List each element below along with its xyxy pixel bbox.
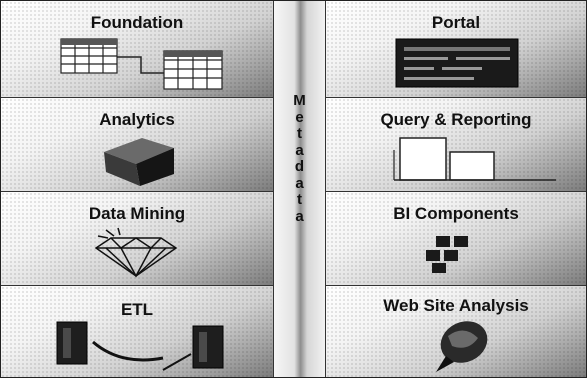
linked-tables-icon (60, 38, 223, 90)
etl-cell: ETL (1, 286, 274, 377)
metadata-label: M e t a d a t a (274, 92, 325, 225)
portal-screen-icon (395, 38, 519, 88)
diamond-icon (94, 227, 178, 278)
portal-cell: Portal (326, 1, 586, 98)
bi-components-cell: BI Components (326, 192, 586, 286)
portal-title: Portal (431, 13, 481, 32)
metadata-letter: e (295, 108, 304, 126)
cube-icon (104, 138, 174, 186)
query-reporting-cell: Query & Reporting (326, 98, 586, 192)
metadata-letter: M (293, 92, 306, 109)
data-mining-title: Data Mining (88, 204, 186, 223)
foundation-cell: Foundation (1, 1, 274, 98)
metadata-letter: t (297, 191, 302, 208)
etl-transfer-icon (56, 321, 224, 371)
metadata-letter: a (295, 141, 304, 159)
web-globe-icon (436, 321, 488, 372)
reports-icon (393, 137, 556, 181)
components-blocks-icon (426, 236, 468, 273)
metadata-letter: a (295, 207, 304, 225)
web-site-analysis-title: Web Site Analysis (383, 296, 529, 315)
metadata-letter: a (295, 174, 304, 192)
analytics-title: Analytics (99, 110, 175, 129)
foundation-title: Foundation (90, 13, 184, 32)
metadata-letter: t (297, 125, 302, 142)
etl-title: ETL (120, 300, 154, 319)
query-reporting-title: Query & Reporting (380, 110, 532, 129)
bi-components-title: BI Components (393, 204, 519, 223)
web-site-analysis-cell: Web Site Analysis (326, 286, 586, 377)
analytics-cell: Analytics (1, 98, 274, 192)
metadata-letter: d (294, 158, 305, 175)
metadata-bar: M e t a d a t a (273, 1, 326, 377)
data-mining-cell: Data Mining (1, 192, 274, 286)
